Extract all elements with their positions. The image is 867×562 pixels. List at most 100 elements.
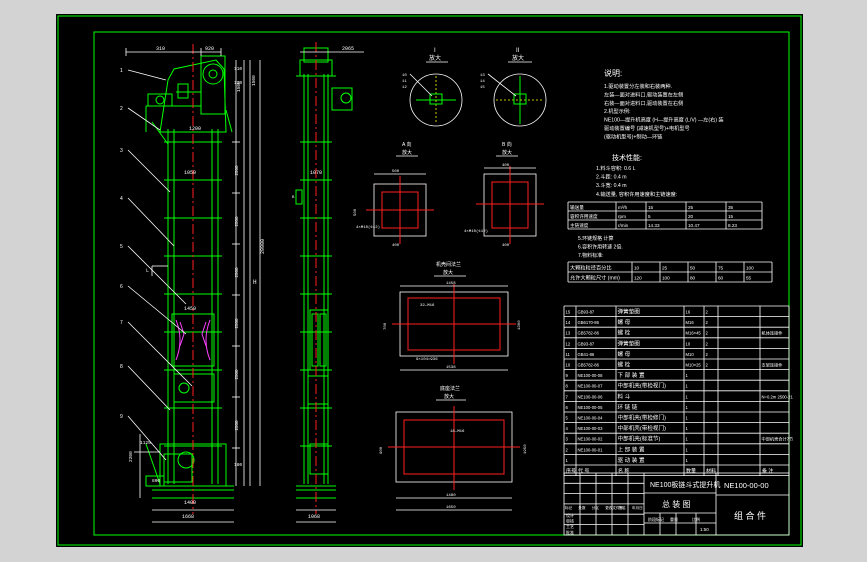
flange-views: 机壳间法兰 放大 1458 1538 32—M16 9×104=936 700 …	[380, 261, 528, 511]
bom-cell: 2	[706, 310, 709, 315]
note-line: 1.驱动装置分左装和右装两种.	[604, 82, 672, 90]
bom-cell: 螺 母	[618, 350, 631, 358]
bom-cell: NE100-00-03	[578, 426, 604, 431]
svg-text:10: 10	[402, 74, 407, 78]
note-line: 驱动装置编号 (减速机型号)+电机型号	[604, 124, 690, 132]
title-scale: 1:50	[700, 527, 709, 532]
dim-front-segment: 2500	[234, 369, 239, 380]
label-detail-i: I	[434, 48, 436, 54]
dim-front-total: 29900	[260, 239, 266, 254]
title-block: NE100板链斗式提升机总 装 图NE100-00-00组 合 件1:50标记处…	[563, 472, 790, 536]
svg-text:2200: 2200	[128, 451, 134, 462]
svg-text:B: B	[292, 196, 295, 200]
title-drawing-code: NE100-00-00	[724, 481, 769, 490]
bom-cell: M16×45	[686, 331, 702, 336]
label-flange-bottom: 底座法兰	[440, 385, 460, 392]
title-role-label: 工艺	[566, 524, 574, 529]
bom-cell: 下 部 装 置	[618, 371, 645, 379]
side-elevation: 2065 1070 1068 B	[292, 42, 364, 523]
perf-cell: rpm	[618, 214, 626, 219]
bom-header-cell: 数量	[686, 468, 696, 475]
tech-line: 4.输送量, 容积许用速度和主链速度:	[596, 190, 677, 198]
bom-cell: NE100-00-06	[578, 394, 604, 399]
bom-header-cell: 备 注	[762, 468, 773, 475]
tech-line: 1.料斗容积: 0.6 L	[596, 164, 636, 172]
title-left-label: 年月日	[632, 505, 643, 510]
title-type: 组 合 件	[734, 510, 766, 521]
title-left-label: 分区	[592, 505, 600, 510]
note-line: (驱动机型号)+制动—环链	[604, 132, 663, 140]
bom-cell: 料 斗	[618, 392, 631, 400]
bom-cell: M16	[686, 320, 695, 325]
title-left-label: 更改文件号	[605, 505, 623, 510]
title-mid-label: 比例	[692, 516, 700, 522]
bom-cell: NE100-00-01	[578, 447, 604, 452]
perf-cell: 10.47	[688, 223, 700, 228]
bom-cell: 2	[706, 331, 709, 336]
svg-text:500: 500	[354, 208, 358, 216]
perf-cell: m³/h	[618, 205, 628, 210]
part-number-6: 6	[120, 284, 123, 290]
bom-cell: NE100-00-05	[578, 405, 604, 410]
bom-cell: 1	[566, 458, 569, 463]
bom-cell: 2	[706, 352, 709, 357]
bom-cell: 1	[686, 447, 689, 452]
tech-extra-line: 5.环链规格 计算	[578, 235, 614, 242]
tech-line: 2.斗距: 0.4 m	[596, 174, 627, 181]
svg-text:110: 110	[234, 80, 242, 86]
svg-text:1125: 1125	[140, 440, 151, 446]
dim-door-a-width: 500	[392, 170, 400, 174]
material-cell: 100	[746, 266, 754, 271]
material-cell: 25	[662, 266, 668, 271]
tech-extra-line: 7.物料标准:	[578, 252, 604, 259]
perf-cell: 25	[688, 205, 694, 210]
part-number-3: 3	[120, 148, 123, 154]
note-door-b: 4×M10(¢12)	[464, 229, 488, 234]
tech-line: 3.斗宽: 0.4 m	[596, 181, 627, 189]
tech-extra-line: 6.容积许用转速 2倍.	[578, 243, 623, 250]
svg-text:15: 15	[480, 86, 485, 90]
label-detail-ii: II	[516, 48, 520, 54]
title-mid-label: 阶段标记	[648, 516, 664, 522]
title-left-label: 标记	[565, 505, 573, 510]
bom-cell: 环 链 链	[618, 403, 638, 411]
perf-cell: 20	[688, 214, 694, 219]
bom-cell: 1	[686, 394, 689, 399]
title-left-label: 处数	[578, 505, 586, 510]
svg-text:1950: 1950	[524, 444, 528, 454]
dim-front-base: 1400	[184, 500, 196, 506]
bom-cell: 4	[566, 426, 569, 431]
part-number-9: 9	[120, 414, 123, 420]
bom-cell: 3	[566, 437, 569, 442]
bom-cell: 中部机壳(标准节)	[618, 435, 661, 443]
inner-frame	[93, 31, 790, 536]
material-cell: 大颗粒粒径百分比	[570, 264, 612, 272]
label-door-a: A 向	[402, 141, 411, 148]
dim-front-base-2: 1668	[182, 514, 194, 520]
bom-cell: GB6170-86	[578, 320, 600, 325]
notes-block: 说明: 1.驱动装置分左装和右装两种.左装—面对进料口,驱动装置在左侧右装—面对…	[567, 68, 773, 283]
label-flange-bottom-sub: 放大	[444, 393, 454, 400]
material-cell: 允许大颗粒尺寸 (mm)	[570, 274, 620, 282]
title-role-label: 设计	[566, 512, 574, 518]
label-flange-top: 机壳间法兰	[436, 261, 461, 268]
part-number-5: 5	[120, 244, 123, 250]
bom-header-cell: 序号	[566, 468, 576, 475]
svg-text:400: 400	[392, 244, 400, 248]
bom-cell: NE100-00-02	[578, 437, 604, 442]
bom-cell: 中部机壳(带检修门)	[618, 414, 667, 422]
perf-cell: 15	[728, 214, 734, 219]
bom-cell: GB93-87	[578, 310, 595, 315]
dim-flange-top: 1458	[446, 282, 456, 286]
svg-text:180: 180	[234, 462, 242, 468]
part-number-7: 7	[120, 320, 123, 326]
material-cell: 50	[690, 266, 696, 271]
bom-cell: 11	[566, 352, 571, 357]
perf-cell: 35	[728, 205, 734, 210]
svg-text:1500: 1500	[236, 81, 242, 92]
dim-side-width: 1070	[310, 170, 322, 176]
label-detail-i-sub: 放大	[429, 54, 441, 62]
